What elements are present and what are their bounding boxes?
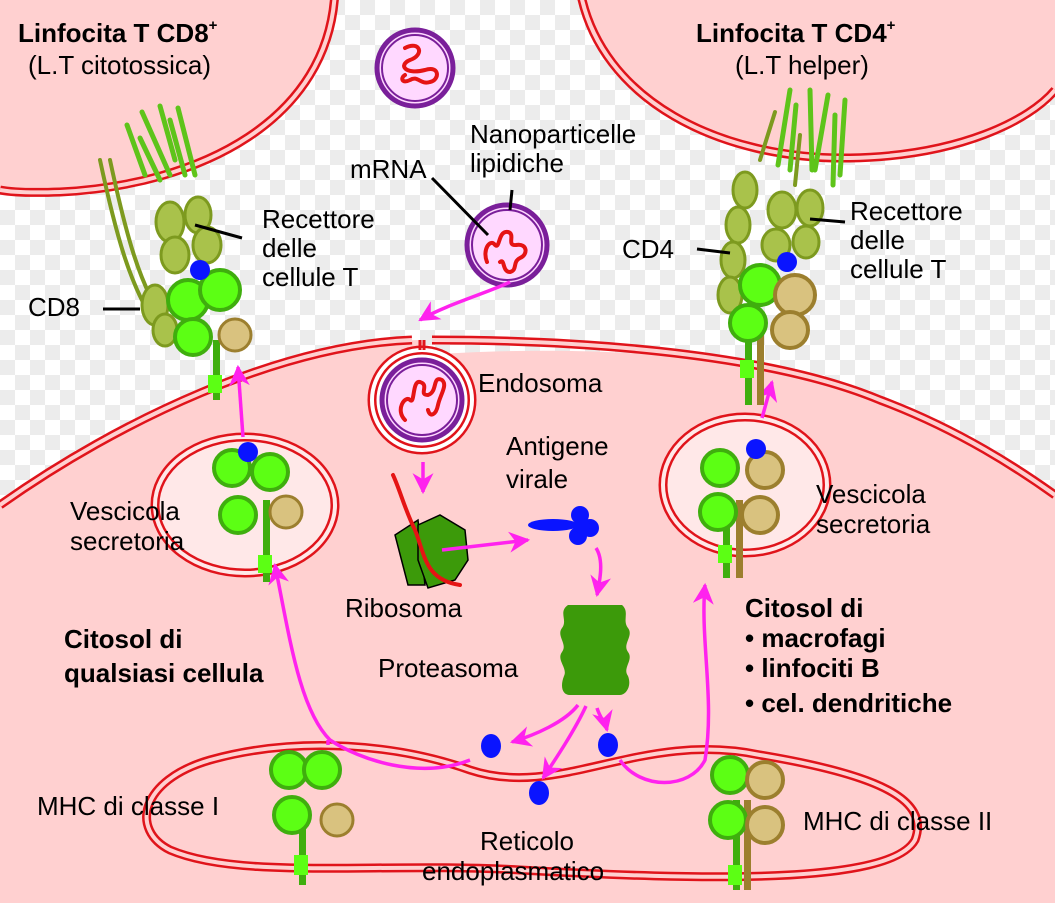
cd8-cell-title: Linfocita T CD8+ <box>18 17 218 48</box>
cd4-cell-subtitle: (L.T helper) <box>735 50 869 80</box>
cytosol-right-item-3: • cel. dendritiche <box>745 688 952 718</box>
tcr-cd4-mhc2-complex <box>716 87 848 405</box>
leader-mrna <box>430 176 490 237</box>
nanoparticles-label-1: Nanoparticelle <box>470 119 636 149</box>
tcr-left-label-2: delle <box>262 233 317 263</box>
leader-cd4 <box>696 247 731 255</box>
er-label-1: Reticolo <box>480 826 574 856</box>
cytosol-left-label-2: qualsiasi cellula <box>64 658 264 688</box>
cd4-label: CD4 <box>622 234 674 264</box>
cd4-cell-title: Linfocita T CD4+ <box>696 17 896 48</box>
leader-nanoparticles <box>508 189 514 211</box>
ribosome-label: Ribosoma <box>345 593 463 623</box>
viral-antigen <box>528 506 599 545</box>
arrow-antigen-to-proteasome <box>590 547 612 598</box>
er-label-2: endoplasmatico <box>422 856 604 886</box>
cd8-t-cell <box>0 0 339 197</box>
peptide-fragments <box>481 733 618 805</box>
cytosol-right-item-2: • linfociti B <box>745 653 880 683</box>
arrow-to-peptide-2 <box>541 705 588 780</box>
arrow-er-to-vesicle-left <box>268 562 471 771</box>
mrna-strand-endosome <box>398 377 447 422</box>
proteasome <box>560 605 630 695</box>
cytosol-right-title: Citosol di <box>745 593 863 623</box>
mhc-class-2-vesicle <box>698 439 785 578</box>
leader-tcr-left <box>194 223 243 240</box>
proteasome-label: Proteasoma <box>378 653 519 683</box>
vesicle-right-label-2: secretoria <box>816 509 931 539</box>
secretory-vesicle-right <box>658 412 832 558</box>
arrow-lnp-to-endosome <box>418 280 511 322</box>
arrow-vesicle-to-cd8 <box>228 364 250 438</box>
arrow-vesicle-to-cd4 <box>756 379 778 419</box>
mhc-class-2-er <box>708 755 785 890</box>
arrow-to-peptide-1 <box>509 703 580 747</box>
tcr-right-label-1: Recettore <box>850 196 963 226</box>
mhc1-label: MHC di classe I <box>37 791 219 821</box>
arrow-to-peptide-3 <box>592 707 613 733</box>
cd8-cell-subtitle: (L.T citotossica) <box>28 50 211 80</box>
tcr-right-label-2: delle <box>850 225 905 255</box>
cytosol-left-label-1: Citosol di <box>64 624 182 654</box>
tcr-cd8-mhc1-complex <box>98 103 253 400</box>
vesicle-right-label-1: Vescicola <box>816 479 926 509</box>
tcr-left-label-1: Recettore <box>262 204 375 234</box>
cytosol-right-item-1: • macrofagi <box>745 623 886 653</box>
ribosome <box>391 473 469 589</box>
cd8-label: CD8 <box>28 292 80 322</box>
leader-tcr-right <box>809 217 846 224</box>
vesicle-left-label-1: Vescicola <box>70 496 180 526</box>
mhc-class-1-vesicle <box>212 442 304 582</box>
arrow-ribosome-to-antigen <box>441 531 531 553</box>
mrna-label: mRNA <box>350 154 427 184</box>
mhc-class-1-er <box>269 750 355 885</box>
lipid-nanoparticle-top <box>374 27 456 109</box>
nanoparticles-label-2: lipidiche <box>470 148 564 178</box>
tcr-right-label-3: cellule T <box>850 254 946 284</box>
tcr-left-label-3: cellule T <box>262 262 358 292</box>
endosome <box>367 340 477 455</box>
lipid-nanoparticle <box>464 202 550 288</box>
mhc2-label: MHC di classe II <box>803 806 992 836</box>
cd4-t-cell <box>577 0 1055 163</box>
antigen-label-2: virale <box>506 464 568 494</box>
arrow-er-to-vesicle-right <box>618 582 714 785</box>
vesicle-left-label-2: secretoria <box>70 526 185 556</box>
antigen-label-1: Antigene <box>506 431 609 461</box>
process-arrows <box>228 280 778 785</box>
endosome-label: Endosoma <box>478 368 603 398</box>
